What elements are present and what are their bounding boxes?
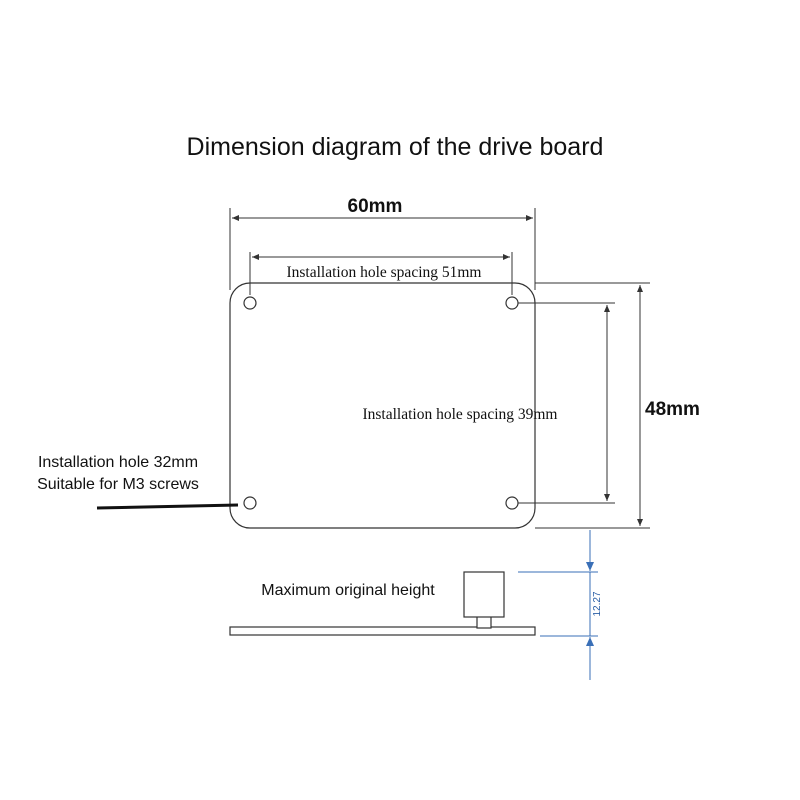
side-height-dimension: 12.27	[518, 530, 603, 680]
height-dimension: 48mm	[535, 282, 700, 529]
side-view-stem	[476, 615, 492, 629]
side-view-component	[463, 571, 505, 618]
side-height-label: 12.27	[592, 591, 603, 616]
hole-note-leader	[96, 503, 239, 510]
board-outline	[229, 282, 536, 529]
side-view: Maximum original height	[229, 571, 536, 636]
horizontal-hole-spacing-label: Installation hole spacing 51mm	[286, 264, 481, 281]
page-title: Dimension diagram of the drive board	[187, 133, 604, 161]
hole-note: Installation hole 32mm Suitable for M3 s…	[37, 454, 239, 510]
mounting-hole-bottom-left	[243, 496, 257, 510]
vertical-hole-spacing-dimension: Installation hole spacing 39mm	[362, 302, 615, 504]
side-view-board	[229, 626, 536, 636]
height-label: 48mm	[645, 399, 700, 420]
vertical-hole-spacing-label: Installation hole spacing 39mm	[362, 406, 557, 423]
mounting-hole-top-right	[505, 296, 519, 310]
mounting-hole-top-left	[243, 296, 257, 310]
width-dimension: 60mm	[229, 196, 536, 290]
side-view-label: Maximum original height	[261, 582, 435, 599]
horizontal-hole-spacing-dimension: Installation hole spacing 51mm	[249, 252, 513, 295]
hole-note-line1: Installation hole 32mm	[38, 454, 198, 471]
width-label: 60mm	[348, 196, 403, 217]
hole-note-line2: Suitable for M3 screws	[37, 476, 199, 493]
mounting-hole-bottom-right	[505, 496, 519, 510]
